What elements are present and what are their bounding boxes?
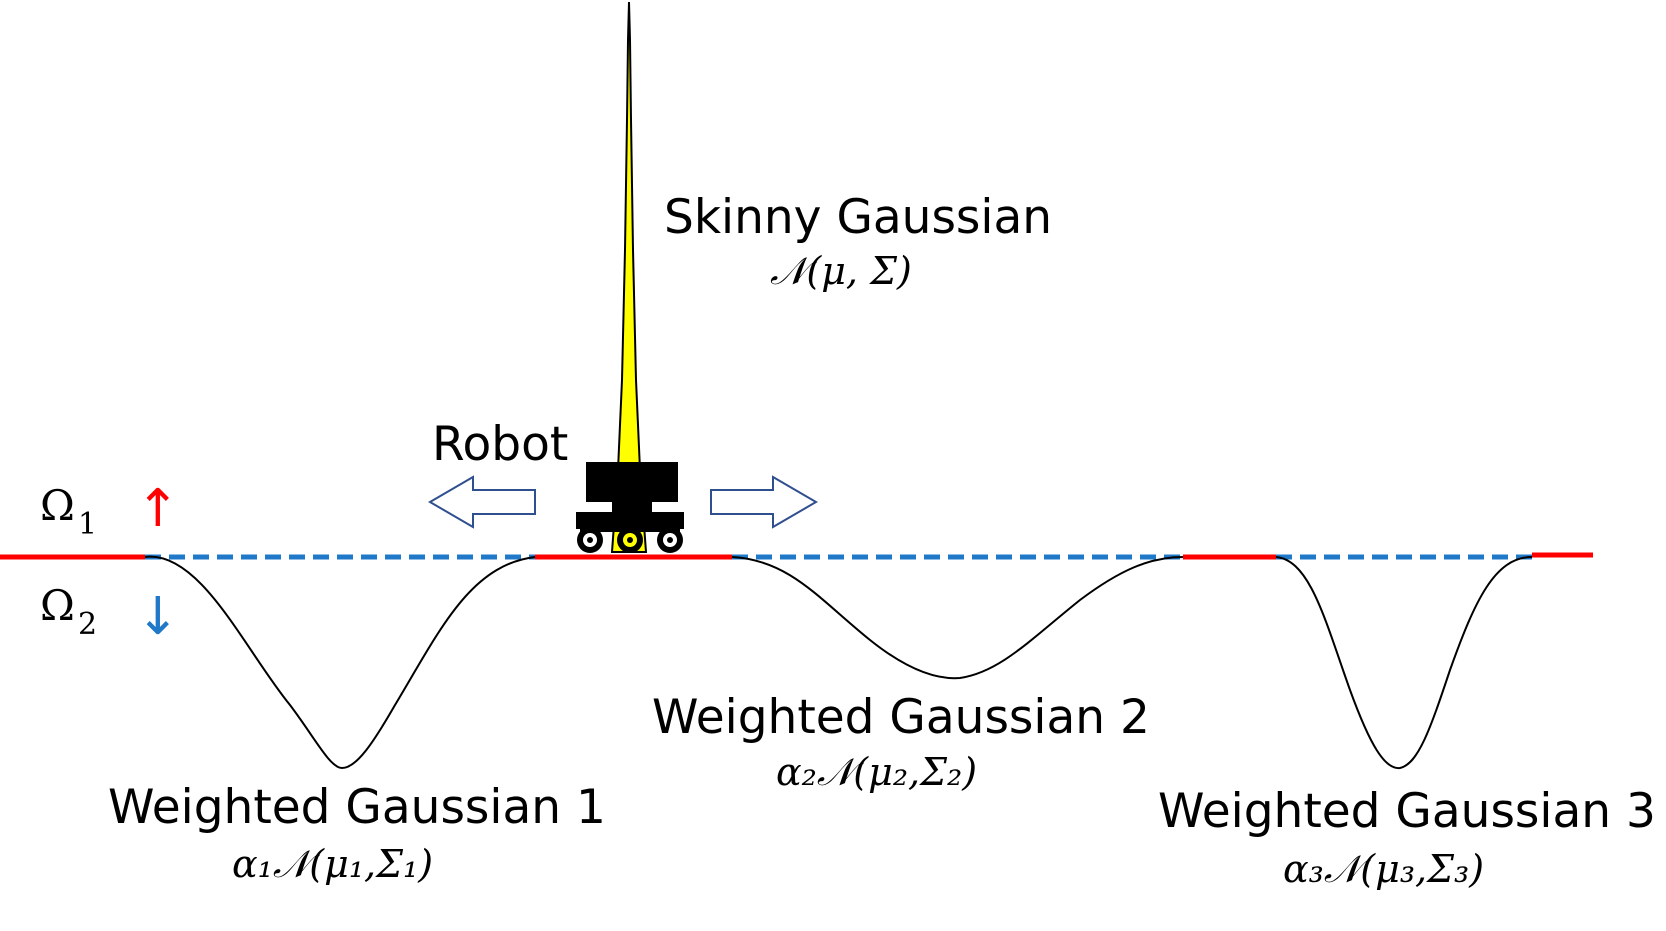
robot-icon — [576, 462, 684, 553]
skinny-gaussian-title: Skinny Gaussian — [664, 190, 1052, 245]
weighted-gaussian-3-curve — [1275, 556, 1533, 770]
skinny-gaussian-spike — [610, 1, 648, 553]
skinny-gaussian-formula: 𝒩(μ, Σ) — [770, 249, 912, 293]
robot-body-top — [586, 462, 678, 502]
weighted-gaussian-1-formula: α₁𝒩(μ₁,Σ₁) — [232, 842, 433, 886]
weighted-gaussian-2-title: Weighted Gaussian 2 — [652, 690, 1150, 745]
robot-chassis — [576, 512, 684, 529]
robot-body-neck — [612, 502, 652, 512]
omega1-boundary — [0, 552, 1593, 560]
weighted-gaussian-1-curve — [144, 555, 536, 770]
robot-wheel-right — [657, 527, 683, 553]
robot-label: Robot — [432, 417, 568, 472]
robot-wheel-left — [577, 527, 603, 553]
omega1-label: Ω — [40, 481, 75, 530]
weighted-gaussian-2-formula: α₂𝒩(μ₂,Σ₂) — [776, 750, 977, 794]
weighted-gaussian-3-title: Weighted Gaussian 3 — [1158, 784, 1656, 839]
gaussian-curves — [144, 555, 1533, 770]
weighted-gaussian-1-title: Weighted Gaussian 1 — [108, 780, 606, 835]
move-left-arrow-icon — [428, 475, 536, 529]
robot-wheel-center — [617, 527, 643, 553]
move-right-arrow-icon — [710, 475, 818, 529]
omega1-subscript: 1 — [78, 507, 97, 542]
weighted-gaussian-3-formula: α₃𝒩(μ₃,Σ₃) — [1283, 847, 1484, 891]
omega2-subscript: 2 — [78, 607, 97, 642]
weighted-gaussian-2-curve — [731, 556, 1184, 680]
omega1-up-arrow-icon: ↑ — [136, 479, 180, 539]
omega2-label: Ω — [40, 581, 75, 630]
omega2-down-arrow-icon: ↓ — [136, 587, 180, 647]
